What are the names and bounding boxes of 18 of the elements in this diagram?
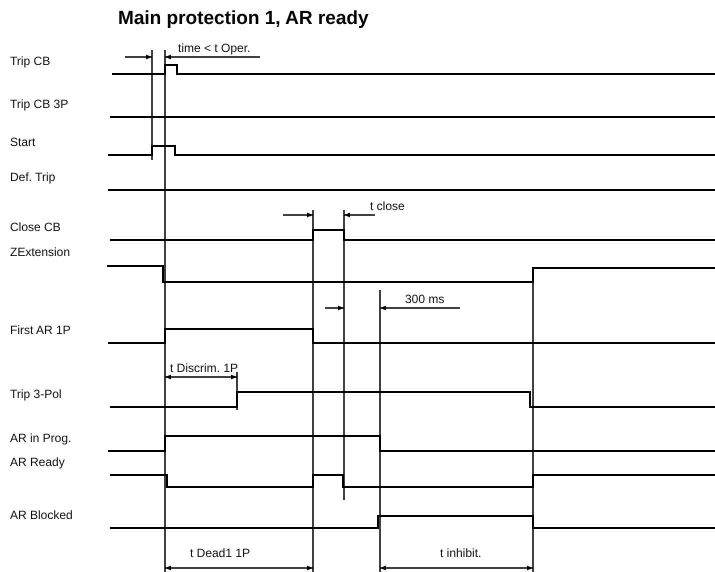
signal-name: AR in Prog. xyxy=(10,431,72,445)
signal-name: Def. Trip xyxy=(10,170,56,184)
signal-name: Trip CB 3P xyxy=(10,97,68,111)
signal-name: Trip CB xyxy=(10,54,50,68)
diagram-title: Main protection 1, AR ready xyxy=(118,8,369,30)
signal-name: Close CB xyxy=(10,220,61,234)
dimension-label: t close xyxy=(370,199,405,213)
dimension-label: t Dead1 1P xyxy=(190,546,250,560)
signal-name: AR Ready xyxy=(10,455,65,469)
dimension-label: 300 ms xyxy=(405,292,444,306)
signal-name: Start xyxy=(10,135,36,149)
dimension-label: time < t Oper. xyxy=(178,41,250,55)
dimension-label: t inhibit. xyxy=(440,546,482,560)
dimension-label: t Discrim. 1P xyxy=(170,361,238,375)
signal-name: Trip 3-Pol xyxy=(10,387,62,401)
signal-name: ZExtension xyxy=(10,245,70,259)
signal-name: First AR 1P xyxy=(10,323,71,337)
signal-name: AR Blocked xyxy=(10,508,73,522)
